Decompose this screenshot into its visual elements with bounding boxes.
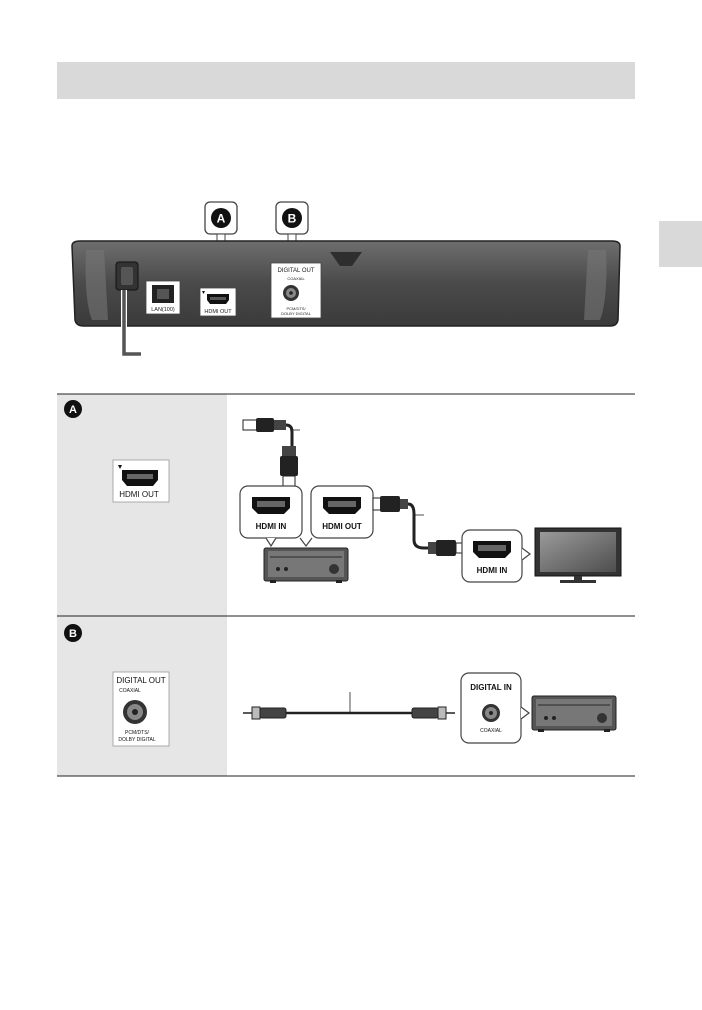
receiver-hdmi-out-port: HDMI OUT	[299, 485, 374, 547]
tv-icon	[534, 527, 622, 583]
player-hdmi-label: HDMI OUT	[204, 309, 232, 315]
receiver-digital-in-port: DIGITAL IN COAXIAL	[460, 672, 530, 744]
player-rear-panel: LAN(100) HDMI OUT DIGITAL OUT COAXIAL PC…	[71, 240, 621, 327]
receiver-coaxial-label: COAXIAL	[480, 728, 502, 734]
player-format-line2: DOLBY DIGITAL	[281, 311, 312, 316]
row-b-coaxial-label: COAXIAL	[119, 688, 141, 694]
hdmi-cable-receiver-to-tv	[372, 496, 465, 556]
player-coaxial-port: DIGITAL OUT COAXIAL PCM/DTS/ DOLBY DIGIT…	[270, 262, 322, 319]
row-a-label: A	[64, 400, 82, 418]
row-b-digital-out-label: DIGITAL OUT	[116, 676, 165, 685]
receiver-hdmi-in-label: HDMI IN	[256, 522, 287, 531]
lan-label: LAN(100)	[151, 307, 175, 313]
row-a-hdmi-port: HDMI OUT	[112, 459, 170, 503]
player-coaxial-label: COAXIAL	[287, 276, 305, 281]
tv-hdmi-in-label: HDMI IN	[477, 566, 508, 575]
tv-hdmi-in-port: HDMI IN	[461, 529, 531, 583]
row-b-format-line2: DOLBY DIGITAL	[118, 737, 156, 743]
receiver-hdmi-out-label: HDMI OUT	[322, 522, 362, 531]
row-a-letter: A	[69, 404, 77, 416]
receiver-hdmi-in-port: HDMI IN	[239, 485, 303, 548]
av-receiver-b	[531, 695, 617, 732]
av-receiver-a	[263, 547, 349, 583]
power-inlet	[115, 261, 139, 291]
connection-table	[57, 393, 635, 777]
section-header-bar	[57, 62, 635, 99]
row-b-label: B	[64, 624, 82, 642]
power-cable	[122, 290, 141, 356]
receiver-digital-in-label: DIGITAL IN	[470, 683, 512, 692]
callout-a-letter: A	[217, 212, 226, 226]
lan-port: LAN(100)	[145, 280, 181, 315]
player-hdmi-port: HDMI OUT	[199, 287, 237, 317]
callout-b-letter: B	[288, 212, 297, 226]
row-b-format-line1: PCM/DTS/	[125, 730, 150, 736]
row-a-port-label: HDMI OUT	[119, 490, 159, 499]
hdmi-cable-plug-top	[242, 418, 300, 487]
row-b-letter: B	[69, 628, 77, 640]
coaxial-cable	[243, 692, 455, 720]
row-b-coaxial-port: DIGITAL OUT COAXIAL PCM/DTS/ DOLBY DIGIT…	[112, 671, 170, 747]
chapter-side-tab	[659, 221, 702, 267]
player-format-line1: PCM/DTS/	[286, 306, 306, 311]
player-digital-out-label: DIGITAL OUT	[277, 268, 314, 274]
